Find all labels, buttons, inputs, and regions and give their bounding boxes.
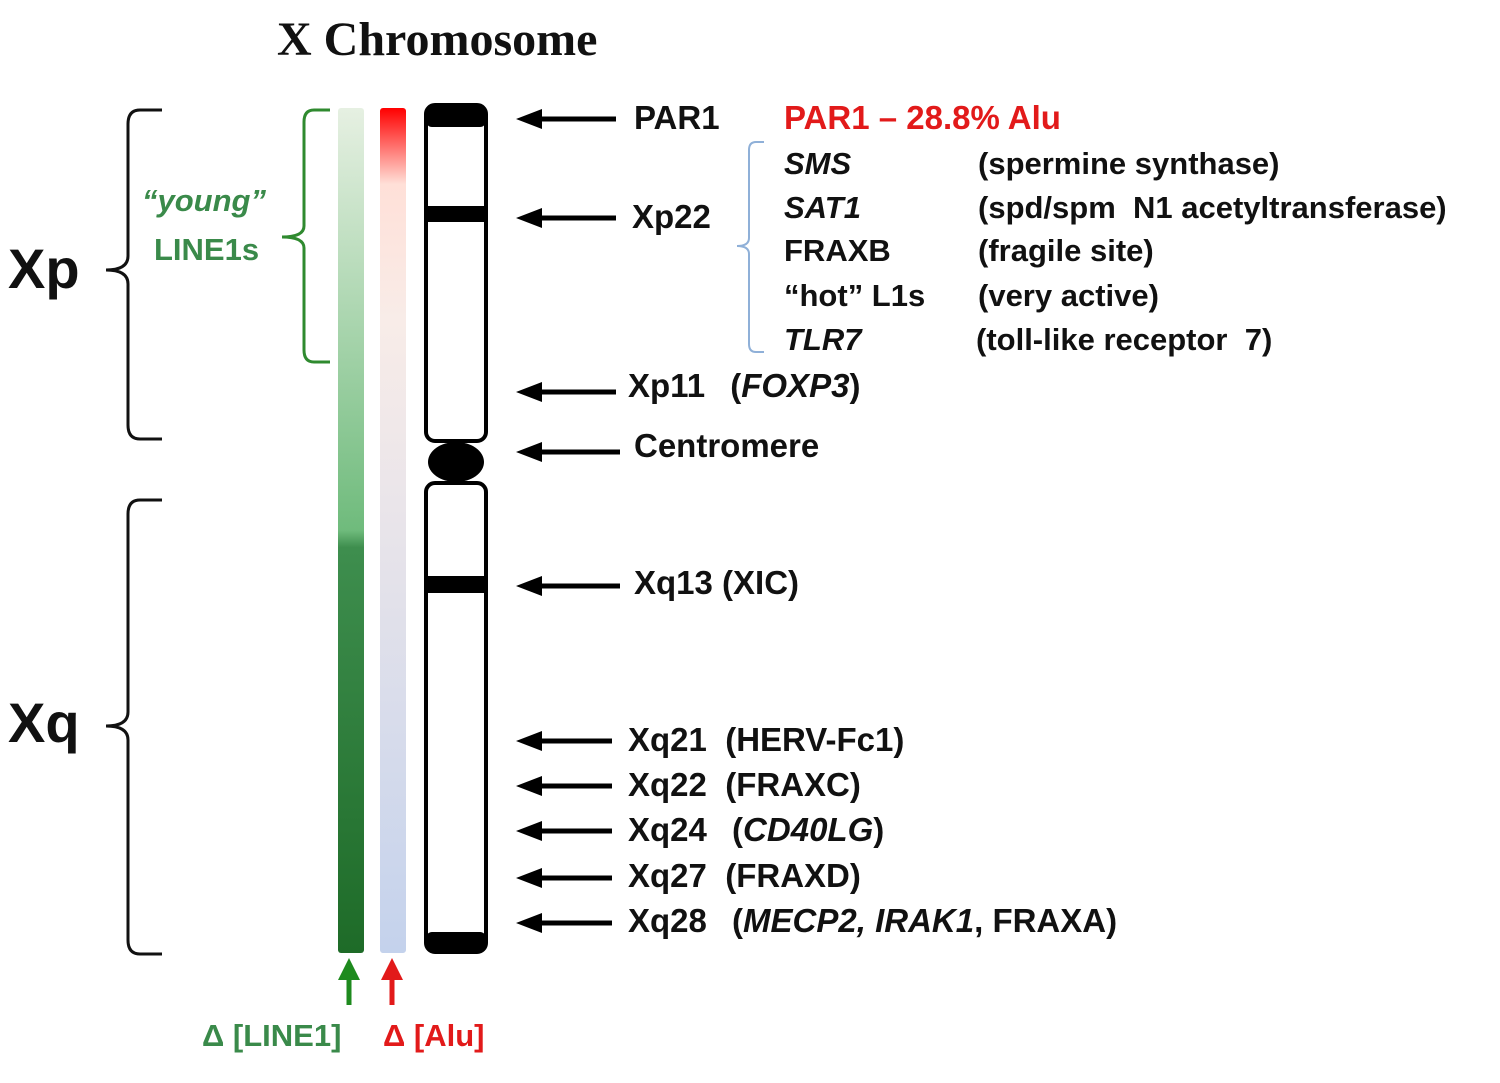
young-line1-bracket (281, 108, 330, 364)
xq24-name: Xq24 (628, 811, 707, 848)
xq28-rest: , FRAXA) (974, 902, 1118, 939)
gene-sat1: SAT1 (784, 190, 861, 225)
xq28-paren-open: ( (732, 902, 744, 939)
gene-sms: SMS (784, 146, 852, 181)
xp22-label: Xp22 (632, 198, 711, 235)
xq13-label: Xq13 (XIC) (634, 564, 800, 601)
arrow-centromere (516, 442, 620, 462)
line1s-label: LINE1s (154, 232, 260, 267)
xp11-paren-close: ) (849, 367, 861, 404)
alu-up-arrow (381, 958, 403, 1005)
par1-label: PAR1 (634, 99, 720, 136)
xq13-band (426, 576, 486, 593)
arrow-xp22 (516, 208, 616, 228)
gene-sms-desc: (spermine synthase) (978, 146, 1280, 181)
gene-fraxb-desc: (fragile site) (978, 233, 1154, 268)
xq28-label: Xq28 (MECP2, IRAK1, FRAXA) (628, 902, 1117, 940)
alu-gradient-bar (380, 108, 406, 953)
arrow-xq13 (516, 576, 620, 596)
xq24-paren-close: ) (873, 811, 885, 848)
xq22-label: Xq22 (FRAXC) (628, 766, 861, 803)
xq24-paren-open: ( (732, 811, 744, 848)
centromere-shape (428, 442, 484, 482)
gene-tlr7-desc: (toll-like receptor 7) (976, 322, 1273, 357)
xq21-label: Xq21 (HERV-Fc1) (628, 721, 905, 758)
par1-alu-note: PAR1 – 28.8% Alu (784, 99, 1061, 136)
arrow-xq22 (516, 776, 612, 796)
q-arm-outline (424, 481, 488, 954)
line1-up-arrow (338, 958, 360, 1005)
line1-delta-label: Δ [LINE1] (202, 1018, 342, 1053)
arrow-xq28 (516, 913, 612, 933)
arrow-xq21 (516, 731, 612, 751)
chart-title: X Chromosome (277, 13, 598, 66)
arrow-xq24 (516, 821, 612, 841)
centromere-label: Centromere (634, 427, 820, 464)
xq24-label: Xq24 (CD40LG) (628, 811, 884, 849)
xq28-band (426, 932, 486, 952)
gene-tlr7: TLR7 (784, 322, 862, 357)
xp22-band (426, 206, 486, 222)
p-arm-outline (424, 103, 488, 443)
gene-hot-l1s-desc: (very active) (978, 278, 1159, 313)
gene-fraxb: FRAXB (784, 233, 891, 268)
mecp2-irak1-genes: MECP2, IRAK1 (743, 902, 975, 939)
cd40lg-gene: CD40LG (743, 811, 874, 848)
xp11-label: Xp11 (FOXP3) (628, 367, 860, 405)
locus-arrows (516, 109, 620, 933)
xq27-label: Xq27 (FRAXD) (628, 857, 861, 894)
alu-delta-label: Δ [Alu] (383, 1018, 485, 1053)
xq-arm-label: Xq (8, 691, 80, 754)
xq-arm-bracket (105, 498, 162, 956)
gene-sat1-desc: (spd/spm N1 acetyltransferase) (978, 190, 1447, 225)
xp11-name: Xp11 (628, 367, 706, 404)
foxp3-gene: FOXP3 (741, 367, 850, 404)
par1-band (426, 105, 486, 127)
chromosome-ideogram (424, 103, 488, 954)
line1-gradient-bar (338, 108, 364, 953)
young-quote-label: “young” (142, 183, 266, 218)
arrow-par1 (516, 109, 616, 129)
gene-hot-l1s: “hot” L1s (784, 278, 926, 313)
xp22-gene-bracket (736, 141, 764, 353)
xp-arm-label: Xp (8, 237, 80, 300)
arrow-xp11 (516, 382, 616, 402)
arrow-xq27 (516, 868, 612, 888)
xq28-name: Xq28 (628, 902, 707, 939)
xp-arm-bracket (105, 108, 162, 441)
xp11-paren-open: ( (730, 367, 742, 404)
